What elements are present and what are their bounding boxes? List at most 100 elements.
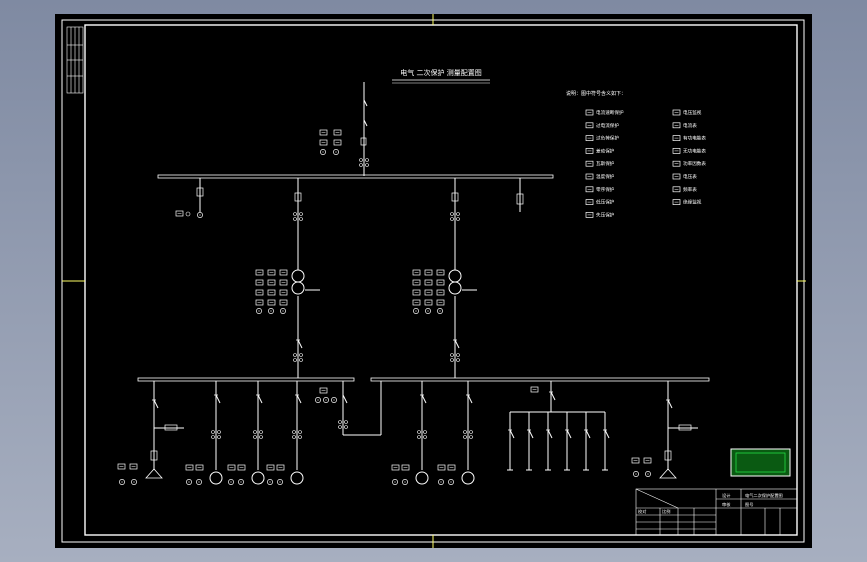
relay-box: [436, 299, 445, 306]
current-transformer: [211, 430, 215, 434]
capacitor-bank-feeder: [507, 381, 610, 471]
meter-symbol: [268, 308, 274, 314]
relay-box: [267, 289, 276, 296]
relay-box: [175, 210, 184, 217]
transformer-feeder-1: [255, 178, 320, 378]
breaker-contact: [153, 399, 159, 409]
relay-box: [585, 160, 594, 167]
relay-box: [585, 212, 594, 218]
relay-box: [267, 299, 276, 306]
relay-box: [255, 269, 264, 276]
motor-feeder-1: [185, 381, 223, 485]
relay-box: [255, 299, 264, 306]
title-block-cell-2-1: 审核: [722, 501, 731, 508]
revision-strip: [66, 26, 84, 94]
current-transformer: [423, 435, 427, 439]
legend-item-label: 低压保护: [596, 199, 615, 206]
current-transformer: [365, 158, 369, 162]
current-transformer: [450, 217, 454, 221]
relay-box: [412, 289, 421, 296]
meter-symbol: [402, 479, 408, 485]
motor-feeder-2: [227, 381, 265, 485]
meter-symbol: [438, 479, 444, 485]
motor-feeder-4: [391, 381, 429, 485]
legend-item-label: 无功电能表: [683, 147, 706, 154]
indicator: [185, 211, 191, 217]
breaker-contact: [421, 394, 427, 404]
current-transformer: [253, 430, 257, 434]
relay-box: [672, 199, 681, 205]
relay-box: [255, 289, 264, 296]
relay-box: [266, 464, 275, 471]
title-block-cell-1-2: 电气二次保护配置图: [745, 492, 783, 499]
current-transformer: [292, 435, 296, 439]
incoming-ct: [360, 137, 367, 146]
relay-box: [672, 160, 681, 167]
current-transformer: [469, 430, 473, 434]
relay-box: [412, 279, 421, 286]
relay-box: [585, 122, 594, 129]
meter-symbol: [392, 479, 398, 485]
approval-stamp: [730, 448, 791, 477]
meter-symbol: [256, 308, 262, 314]
relay-box: [585, 199, 594, 205]
relay-box: [412, 299, 421, 306]
legend-item-label: 绝缘监视: [683, 199, 702, 206]
legend-item-label: 失压保护: [596, 211, 615, 218]
current-transformer: [417, 430, 421, 434]
relay-box: [672, 148, 681, 154]
breaker-contact: [566, 429, 572, 439]
legend-item-label: 频率表: [683, 186, 697, 193]
current-transformer: [253, 435, 257, 439]
legend-item-label: 电压表: [683, 173, 697, 180]
current-transformer: [359, 163, 363, 167]
relay-box: [227, 464, 236, 471]
relay-box: [672, 186, 681, 193]
transformer-feeder-2: [412, 178, 477, 378]
current-transformer: [423, 430, 427, 434]
legend-heading: 说明：图中符号含义如下：: [566, 90, 626, 97]
current-transformer: [456, 217, 460, 221]
legend-item-label: 电流表: [683, 122, 697, 129]
current-transformer: [344, 420, 348, 424]
breaker-contact: [604, 429, 610, 439]
current-transformer: [417, 435, 421, 439]
current-transformer: [299, 212, 303, 216]
relay-box: [631, 457, 640, 464]
meter-symbol: [645, 471, 651, 477]
meter-symbol: [277, 479, 283, 485]
relay-box: [279, 279, 288, 286]
meter-symbol: [437, 308, 443, 314]
relay-box: [585, 109, 594, 116]
fuse: [150, 450, 158, 461]
legend-item-label: 差动保护: [596, 147, 615, 154]
transformer-secondary: [291, 281, 305, 295]
motor: [251, 471, 265, 485]
transformer-secondary: [448, 281, 462, 295]
relay-box: [319, 139, 328, 146]
legend-item-label: 有功电能表: [683, 135, 706, 142]
relay-box: [319, 387, 328, 394]
current-transformer: [299, 217, 303, 221]
relay-box: [279, 289, 288, 296]
current-transformer: [450, 212, 454, 216]
meter-symbol: [196, 479, 202, 485]
drawing-sheet: [55, 14, 812, 548]
fuse: [664, 450, 672, 461]
meter-symbol: [238, 479, 244, 485]
relay-box: [585, 135, 594, 141]
relay-box: [672, 173, 681, 180]
feeder-pt-left: [175, 178, 204, 218]
current-transformer: [298, 435, 302, 439]
relay-box: [585, 173, 594, 180]
transformer-ct: [451, 192, 459, 202]
breaker-contact: [257, 394, 263, 404]
legend-item-label: 零序保护: [596, 186, 615, 193]
breaker-contact: [467, 394, 473, 404]
meter-symbol: [331, 397, 337, 403]
relay-box: [267, 279, 276, 286]
current-transformer: [259, 430, 263, 434]
